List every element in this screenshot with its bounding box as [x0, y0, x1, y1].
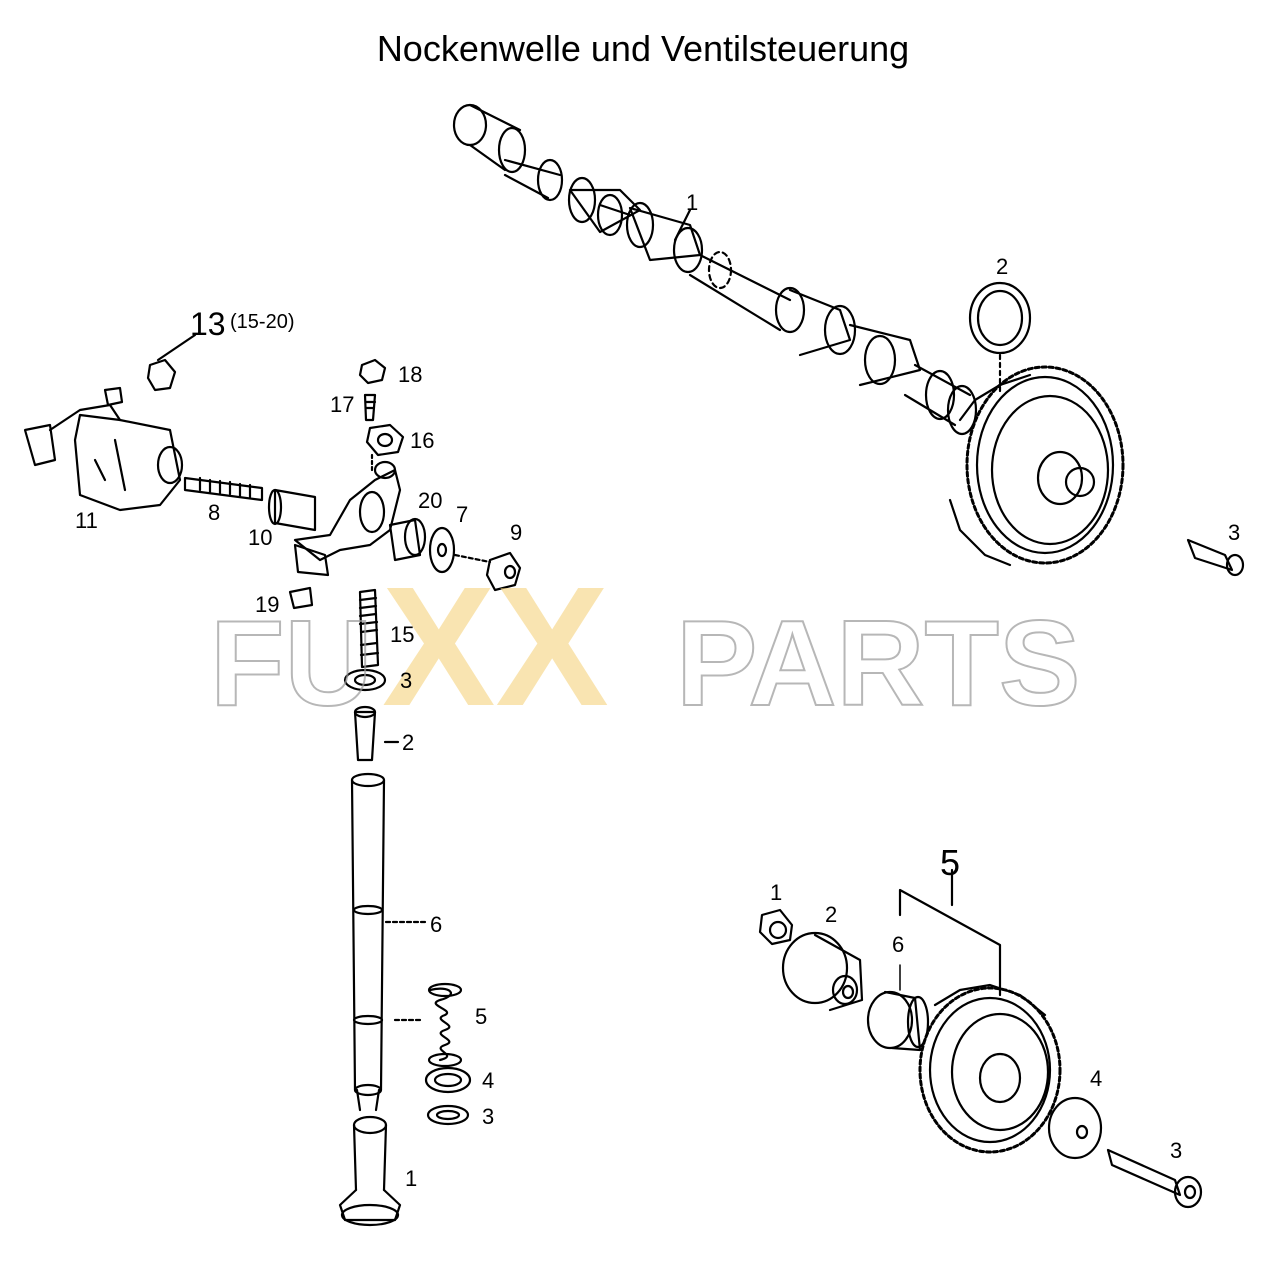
screw-part: [1186, 538, 1245, 577]
page-title: Nockenwelle und Ventilsteuerung: [376, 28, 910, 69]
label-valve-4: 4: [482, 1068, 494, 1093]
nut-part: [358, 358, 387, 385]
ring-part: [968, 281, 1032, 355]
tappet-part: [338, 1115, 402, 1227]
stud-15-part: [358, 588, 380, 669]
label-camshaft-2: 2: [996, 254, 1008, 279]
push-rod-part: [350, 772, 386, 1112]
watermark-parts: PARTS: [676, 595, 1080, 731]
label-rocker-20: 20: [418, 488, 442, 513]
intermediate-gear-part: [918, 983, 1062, 1154]
label-valve-3a: 3: [400, 668, 412, 693]
label-rocker-16: 16: [410, 428, 434, 453]
label-valve-5: 5: [475, 1004, 487, 1029]
stud-part: [183, 476, 264, 502]
rocker-arm-part: [293, 460, 402, 577]
camshaft-part: [452, 103, 978, 436]
label-gear-5: 5: [940, 842, 960, 883]
label-camshaft-1: 1: [686, 190, 698, 215]
watermark-xx: XX: [382, 552, 609, 742]
spring-part: [427, 982, 463, 1068]
label-valve-6: 6: [430, 912, 442, 937]
label-gear-2: 2: [825, 902, 837, 927]
label-gear-6: 6: [892, 932, 904, 957]
label-rocker-10: 10: [248, 525, 272, 550]
label-rocker-11: 11: [75, 508, 98, 533]
label-gear-3: 3: [1170, 1138, 1182, 1163]
label-rocker-19: 19: [255, 592, 279, 617]
label-gear-1: 1: [770, 880, 782, 905]
label-valve-2: 2: [402, 730, 414, 755]
rocker-bracket-part: [23, 358, 184, 512]
label-rocker-9: 9: [510, 520, 522, 545]
label-rocker-18: 18: [398, 362, 422, 387]
gear-washer-part: [1047, 1096, 1103, 1160]
watermark-fu: FU: [210, 595, 373, 731]
label-valve-1: 1: [405, 1166, 417, 1191]
flange-part: [781, 931, 864, 1012]
label-rocker-13: 13: [190, 306, 226, 342]
label-rocker-8: 8: [208, 500, 220, 525]
gear-bolt-part: [758, 908, 794, 946]
spacer-part: [388, 517, 427, 562]
sleeve-part: [267, 488, 317, 532]
label-camshaft-3: 3: [1228, 520, 1240, 545]
label-valve-15: 15: [390, 622, 414, 647]
camshaft-gear: [948, 365, 1125, 567]
gear-screw-part: [1106, 1148, 1203, 1209]
watermark: FU XX PARTS: [209, 552, 1081, 742]
label-rocker-17: 17: [330, 392, 354, 417]
label-rocker-7: 7: [456, 502, 468, 527]
label-gear-4: 4: [1090, 1066, 1102, 1091]
label-valve-3b: 3: [482, 1104, 494, 1129]
label-rocker-13-range: (15-20): [230, 311, 294, 333]
bushing-part: [866, 990, 930, 1052]
